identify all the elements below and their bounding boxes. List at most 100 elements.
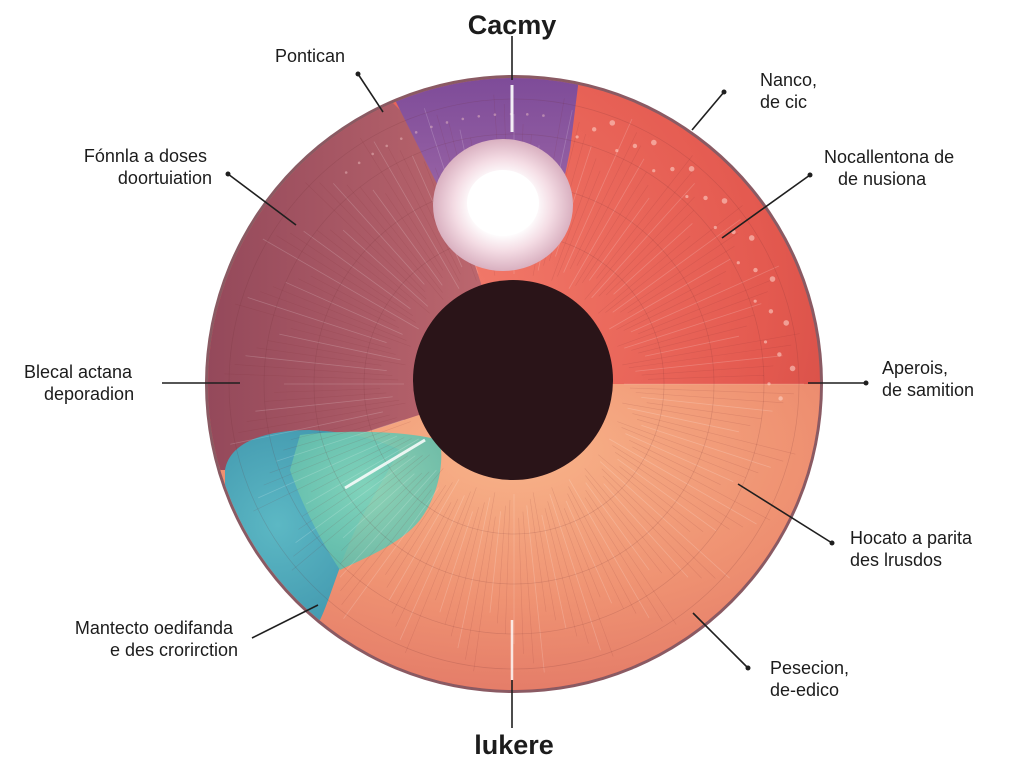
fibre-line [343, 487, 440, 619]
fibre-line [603, 483, 689, 578]
label-nanco-line1: Nanco, [760, 70, 817, 90]
leader-pesecion [692, 612, 749, 669]
leader-hocato [737, 483, 833, 544]
speckle [615, 149, 619, 153]
label-nocallentona-line2: de nusiona [838, 169, 927, 189]
fibre-line [272, 286, 407, 341]
speckle [385, 144, 389, 148]
fibre-line [612, 445, 744, 528]
fibre-line [435, 487, 477, 601]
fibre-line [264, 392, 387, 402]
speckle [777, 352, 782, 357]
fibre-line [541, 514, 567, 629]
fibre-line [619, 232, 739, 313]
speckle [344, 171, 348, 174]
fibre-line [557, 170, 601, 277]
fibre-line [549, 494, 601, 651]
fibre-line [305, 438, 419, 505]
fibre-line [644, 335, 740, 357]
fibre-line [260, 291, 411, 347]
speckle [778, 396, 783, 401]
fibre-line [439, 511, 473, 613]
fibre-line [504, 499, 511, 634]
fibre-line [627, 407, 740, 433]
fibre-line [450, 502, 485, 637]
fibre-line [373, 141, 460, 289]
speckle [688, 166, 695, 172]
fibre-line [631, 314, 755, 351]
light-spot-core [467, 170, 539, 236]
fibre-line [613, 223, 693, 295]
leader-fonnla [227, 173, 297, 226]
fibre-line [636, 418, 784, 462]
speckle [703, 195, 708, 201]
pupil [413, 280, 613, 480]
fibre-line [628, 344, 792, 369]
fibre-line [563, 508, 601, 598]
label-aperois: Aperois, de samition [882, 358, 974, 400]
fibre-line [289, 232, 414, 317]
fibre-line [547, 501, 589, 644]
speckle [753, 267, 758, 273]
label-blecal-line1: Blecal actana [24, 362, 133, 382]
fibre-line [267, 340, 406, 366]
fibre-line [632, 413, 796, 455]
dot-nocallentona [807, 172, 813, 178]
speckle [414, 131, 418, 134]
speckle [769, 276, 776, 282]
label-fonnla-line2: doortuiation [118, 168, 212, 188]
fibre-line [290, 414, 390, 440]
fibre-line [310, 275, 396, 322]
speckle [652, 169, 656, 173]
iris-speckles [344, 112, 796, 401]
speckle [670, 166, 675, 172]
fibre-line [385, 193, 443, 279]
fibre-line [285, 281, 403, 335]
fibre-line [341, 489, 432, 605]
fibre-line [340, 471, 430, 565]
fibre-line [569, 132, 638, 270]
fibre-line [316, 229, 409, 302]
fibre-line [575, 171, 647, 286]
fibre-line [341, 472, 423, 551]
fibre-line [617, 458, 717, 532]
fibre-line [298, 278, 400, 329]
fibre-line [295, 455, 416, 544]
fibre-line [568, 486, 637, 614]
fibre-line [230, 411, 384, 445]
speckle [477, 115, 481, 118]
fibre-line [473, 516, 496, 672]
fibre-line [238, 402, 406, 433]
fibre-line [605, 210, 695, 296]
label-hocato-line2: des lrusdos [850, 550, 942, 570]
fibre-line [641, 425, 771, 468]
fibre-line [342, 229, 429, 307]
fibre-line [585, 475, 662, 574]
label-fonnla: Fónnla a doses doortuiation [84, 146, 212, 188]
fibre-line [614, 451, 730, 530]
fibre-line [622, 333, 800, 366]
fibre-line [529, 498, 547, 612]
fibre-line [551, 487, 614, 657]
label-nanco: Nanco, de cic [760, 70, 822, 112]
fibre-line [310, 438, 412, 493]
fibre-line [444, 506, 480, 625]
title-bottom: lukere [474, 730, 554, 760]
fibre-line [544, 508, 578, 637]
fibre-line [581, 184, 649, 284]
fibre-line [303, 230, 411, 310]
speckle [461, 117, 465, 121]
speckle [789, 365, 796, 372]
fibre-line [646, 402, 762, 420]
fibre-line [584, 468, 675, 576]
speckle [445, 121, 449, 124]
fibre-line [551, 158, 597, 281]
highlight-streak-left [344, 438, 426, 490]
speckle [748, 235, 755, 241]
fibre-line [522, 511, 534, 664]
fibre-line [632, 446, 771, 521]
label-hocato-line1: Hocato a parita [850, 528, 973, 548]
leader-lines [162, 36, 869, 728]
fibre-line [263, 433, 390, 486]
